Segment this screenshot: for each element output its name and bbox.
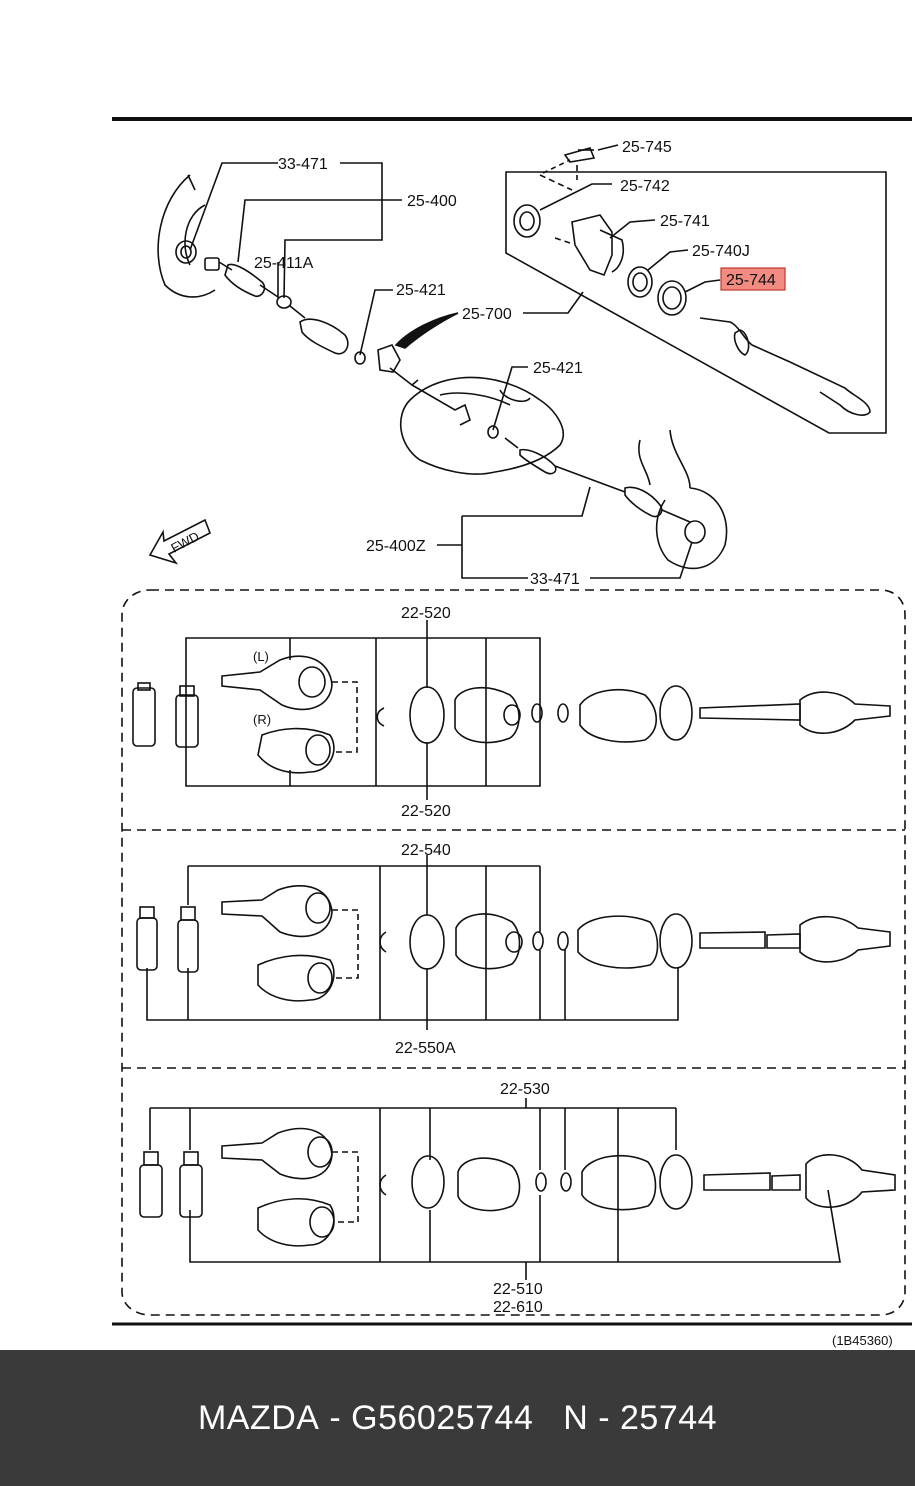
callout-25-700: 25-700: [462, 306, 512, 323]
inset-box: [505, 171, 887, 434]
left-side-label: (L): [253, 649, 269, 664]
footer-brand: MAZDA: [197, 1398, 320, 1437]
left-hub-drawing: [157, 174, 216, 298]
left-driveshaft-drawing: [204, 257, 366, 365]
callout-25-741: 25-741: [660, 213, 710, 230]
fwd-arrow-icon: [148, 518, 212, 565]
leader-lines: [189, 144, 721, 579]
section1-top-label: 22-520: [401, 605, 451, 622]
section3-bottom-label-1: 22-510: [493, 1281, 543, 1298]
highlight-box: [720, 267, 786, 291]
footer-code: N - 25744: [563, 1398, 718, 1437]
footer-sep: -: [319, 1398, 352, 1437]
inset-parts-drawing: [513, 147, 871, 416]
kit-section-2: [136, 855, 891, 1030]
callout-25-421-a: 25-421: [396, 282, 446, 299]
section2-bottom-label: 22-550A: [395, 1040, 456, 1057]
part-info-footer: MAZDA - G56025744 N - 25744: [0, 1350, 915, 1486]
section3-bottom-label-2: 22-610: [493, 1299, 543, 1316]
right-side-label: (R): [253, 712, 271, 727]
callout-25-400z: 25-400Z: [366, 538, 426, 555]
callout-25-400: 25-400: [407, 193, 457, 210]
right-hub-drawing: [638, 429, 728, 570]
callout-25-740j: 25-740J: [692, 243, 750, 260]
callout-25-421-b: 25-421: [533, 360, 583, 377]
inset-pointer: [394, 312, 459, 349]
transmission-drawing: [377, 344, 691, 523]
parts-diagram: 33-471 25-400 25-411A 25-421 25-700 25-4…: [112, 117, 912, 1348]
kit-frame: [121, 589, 906, 1316]
section2-top-label: 22-540: [401, 842, 451, 859]
callout-25-411a: 25-411A: [254, 255, 314, 272]
footer-gap: [533, 1399, 563, 1438]
diagram-code: (1B45360): [832, 1333, 893, 1348]
callout-25-745: 25-745: [622, 139, 672, 156]
kit-section-3: [139, 1098, 896, 1280]
footer-part-number: G56025744: [351, 1398, 534, 1437]
section1-bottom-label: 22-520: [401, 803, 451, 820]
kit-section-1: [132, 620, 891, 800]
callout-25-744-highlighted: 25-744: [726, 272, 776, 289]
section3-top-label: 22-530: [500, 1081, 550, 1098]
callout-25-742: 25-742: [620, 178, 670, 195]
fwd-label: FWD: [168, 529, 201, 556]
callout-33-471-bottom: 33-471: [530, 571, 580, 588]
callout-33-471-top: 33-471: [278, 156, 328, 173]
